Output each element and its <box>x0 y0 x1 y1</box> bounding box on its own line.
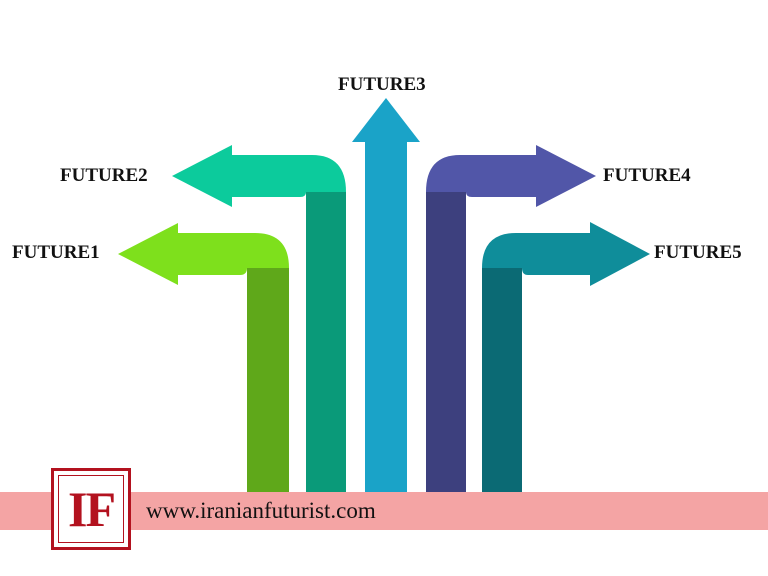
arrow-future4-head <box>536 145 596 207</box>
arrow-future4-bend <box>426 155 540 197</box>
label-future4: FUTURE4 <box>603 165 691 186</box>
arrow-future1-bend <box>175 233 289 275</box>
arrow-future5 <box>482 222 650 492</box>
arrow-future2-bend <box>228 155 346 197</box>
label-future3: FUTURE3 <box>338 74 426 95</box>
logo: IF <box>51 468 131 550</box>
arrow-future5-stem <box>482 268 522 492</box>
arrow-future2-stem <box>306 192 346 492</box>
logo-frame: IF <box>58 475 124 543</box>
arrow-future4 <box>426 145 596 492</box>
arrow-future1 <box>118 223 289 492</box>
arrow-future2-head <box>172 145 232 207</box>
arrow-future2 <box>172 145 346 492</box>
label-future1: FUTURE1 <box>12 242 100 263</box>
arrow-future1-stem <box>247 268 289 492</box>
logo-text: IF <box>68 481 116 537</box>
website-url: www.iranianfuturist.com <box>146 498 376 523</box>
arrow-future5-head <box>590 222 650 286</box>
arrow-future5-bend <box>482 233 594 275</box>
label-future5: FUTURE5 <box>654 242 742 263</box>
label-future2: FUTURE2 <box>60 165 148 186</box>
arrow-future3-head <box>352 98 420 142</box>
arrow-future4-stem <box>426 192 466 492</box>
arrow-future1-head <box>118 223 178 285</box>
arrow-future3-stem <box>365 140 407 492</box>
arrow-future3 <box>352 98 420 492</box>
